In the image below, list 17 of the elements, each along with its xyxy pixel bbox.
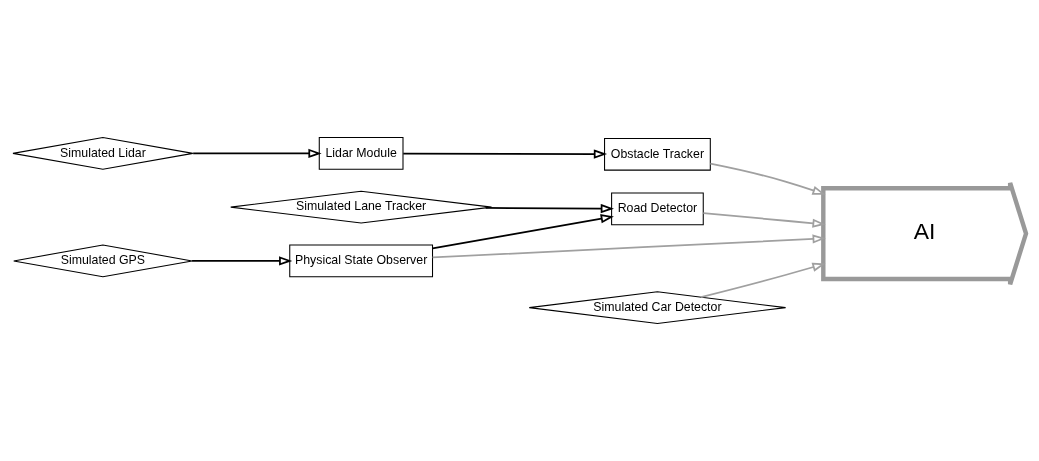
arrow xyxy=(700,262,826,298)
node-diamond: Simulated Lane Tracker xyxy=(230,190,493,224)
arrow xyxy=(702,212,826,228)
arrow xyxy=(192,148,322,158)
arrow xyxy=(191,256,293,266)
node-box: Physical State Observer xyxy=(289,244,434,278)
node-box: Lidar Module xyxy=(318,137,404,170)
node-diamond: Simulated GPS xyxy=(13,244,193,278)
arrow xyxy=(431,214,614,250)
arrow xyxy=(709,162,826,195)
node-diamond: Simulated Car Detector xyxy=(528,291,787,324)
node-diamond: Simulated Lidar xyxy=(12,137,194,170)
arrow xyxy=(402,149,608,159)
arrow xyxy=(484,203,614,214)
node-box: Obstacle Tracker xyxy=(604,137,711,171)
arrow xyxy=(431,234,826,259)
node-box: Road Detector xyxy=(611,192,704,226)
